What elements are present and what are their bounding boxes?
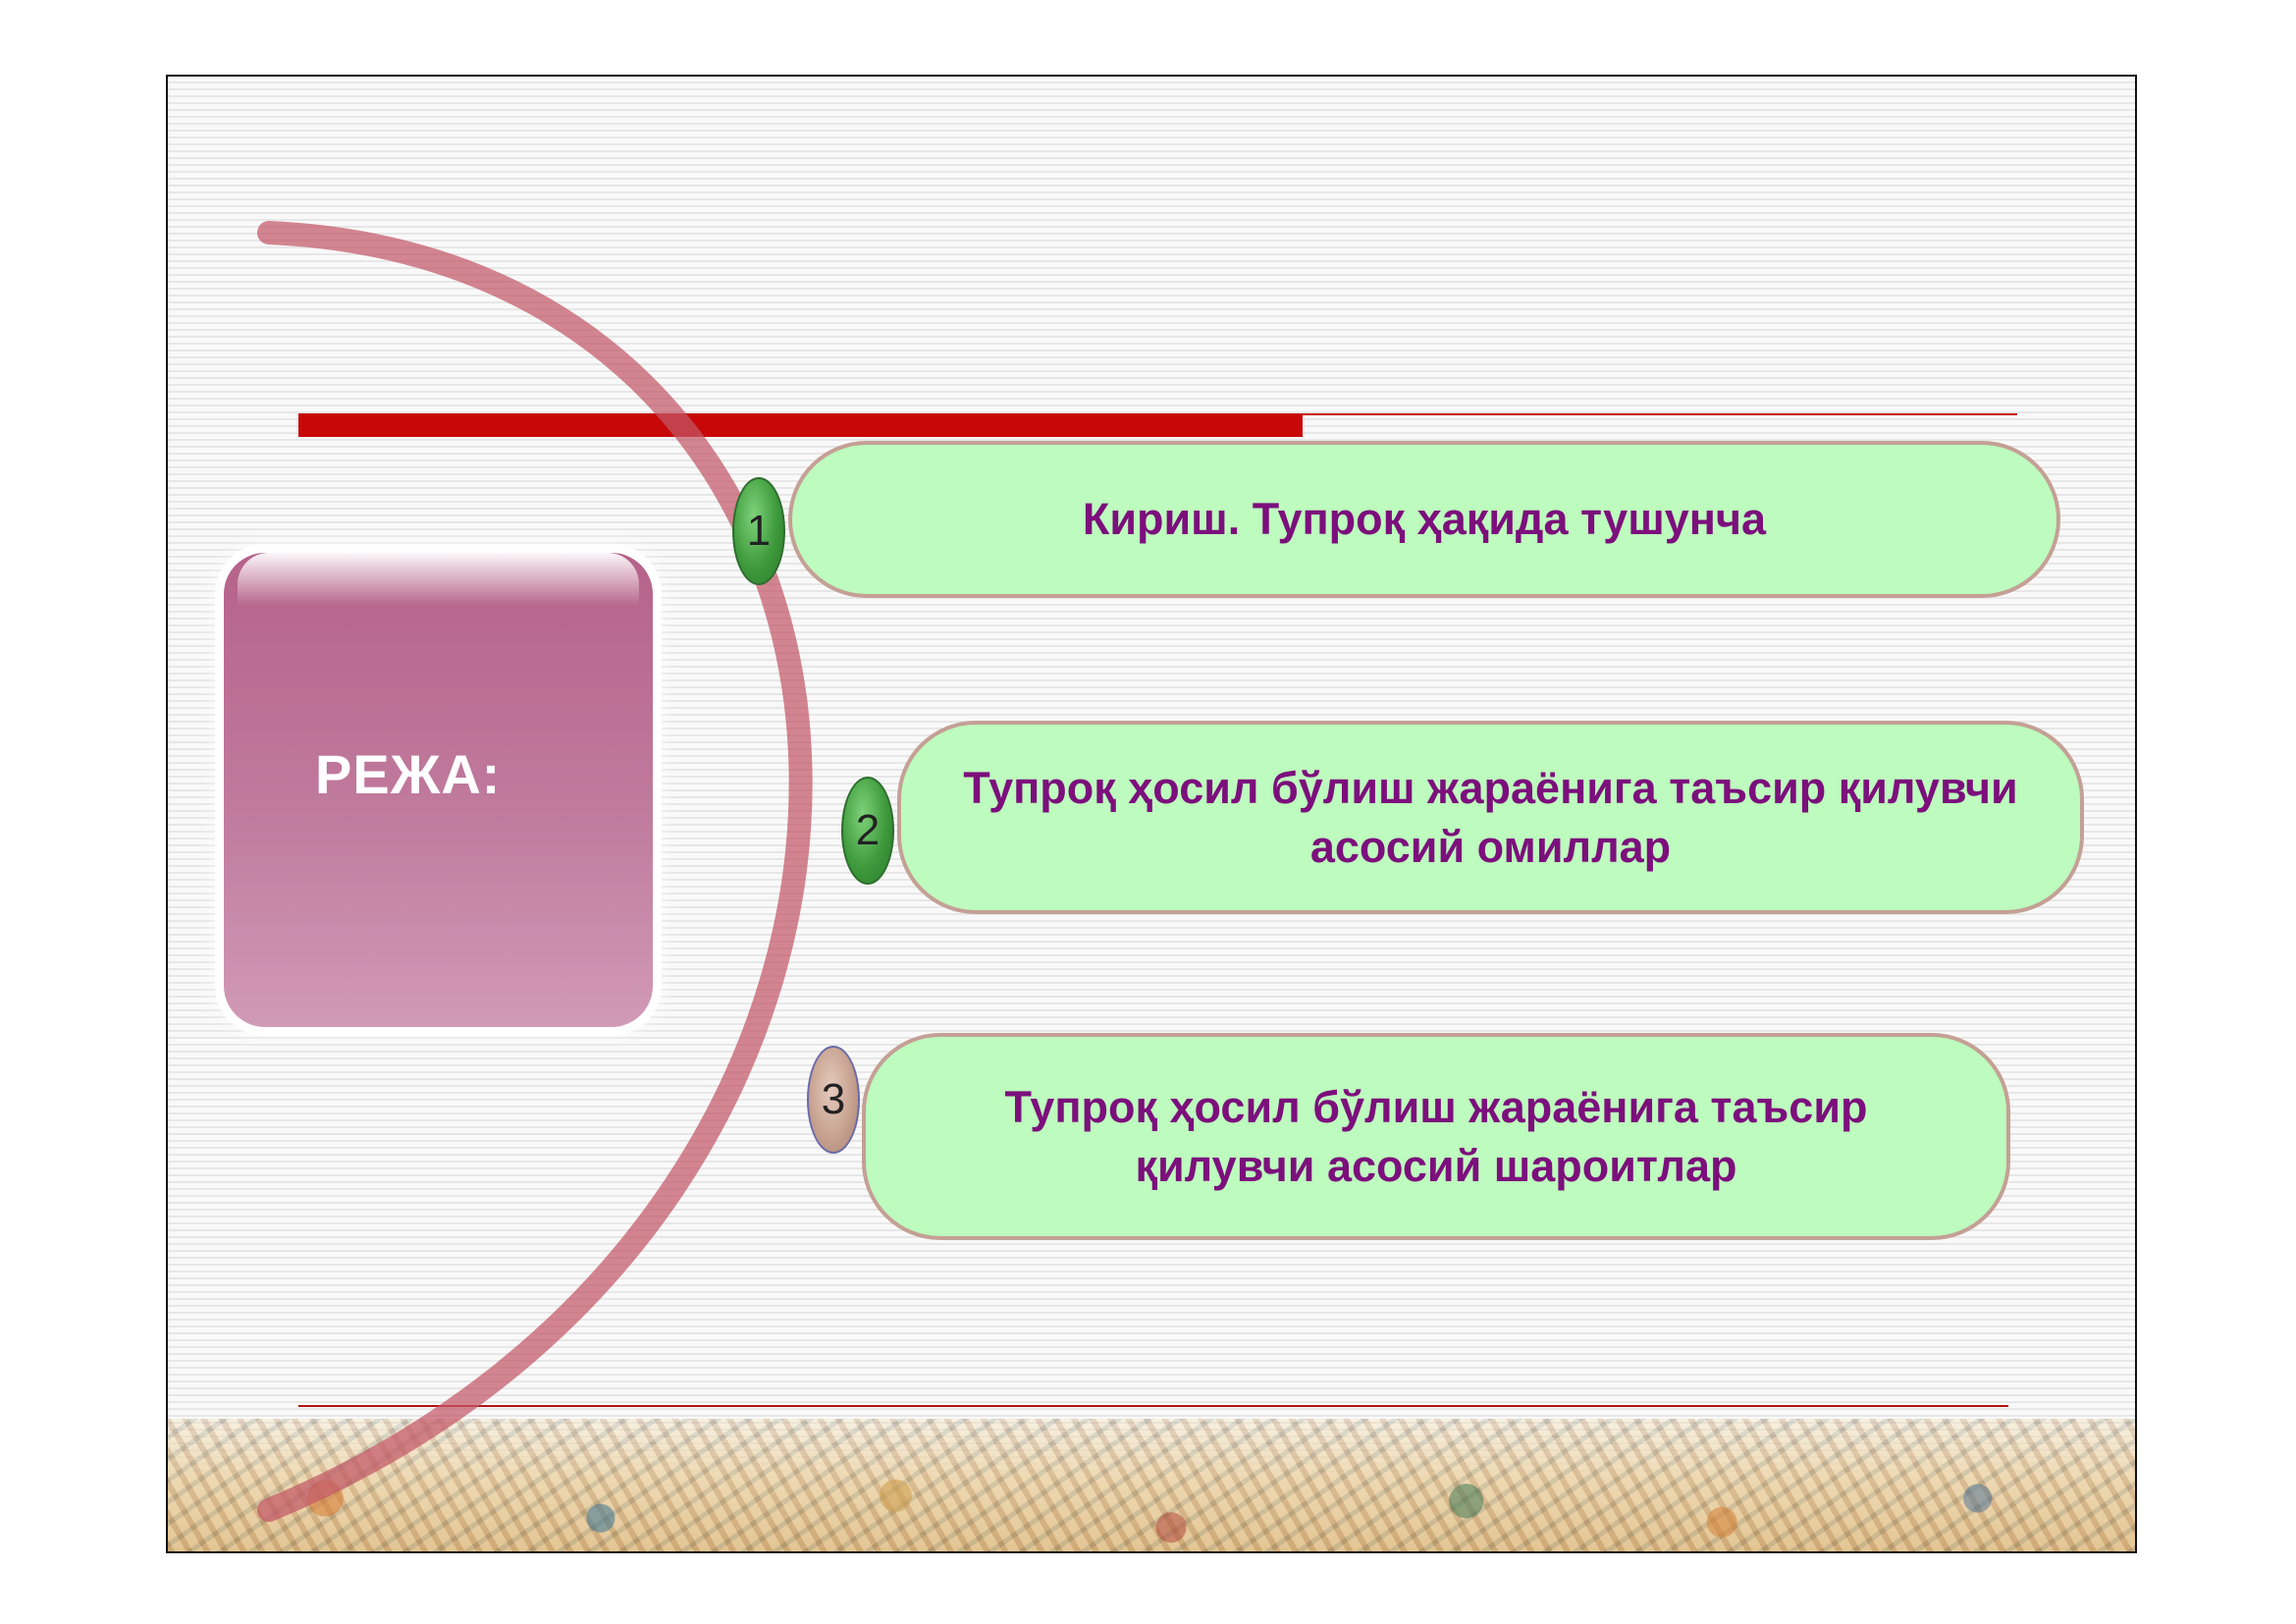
red-accent-bar bbox=[298, 413, 1303, 437]
number-badge-2: 2 bbox=[841, 777, 894, 885]
slide: РЕЖА: Кириш. Тупроқ ҳақида тушунча 1 Туп… bbox=[166, 75, 2137, 1553]
plan-item-text: Кириш. Тупроқ ҳақида тушунча bbox=[1082, 494, 1767, 544]
plan-item-3: Тупроқ ҳосил бўлиш жараёнига таъсир қилу… bbox=[862, 1033, 2010, 1240]
plan-item-1: Кириш. Тупроқ ҳақида тушунча bbox=[788, 441, 2060, 598]
badge-number: 3 bbox=[821, 1075, 846, 1123]
bottom-divider-line bbox=[298, 1405, 2008, 1407]
plan-item-2: Тупроқ ҳосил бўлиш жараёнига таъсир қилу… bbox=[897, 721, 2084, 914]
badge-number: 2 bbox=[855, 806, 881, 854]
badge-number: 1 bbox=[746, 507, 772, 555]
decorative-ornament-band bbox=[168, 1419, 2135, 1551]
plan-item-text: Тупроқ ҳосил бўлиш жараёнига таъсир қилу… bbox=[963, 762, 2018, 872]
title-box: РЕЖА: bbox=[224, 553, 653, 1027]
number-badge-3: 3 bbox=[807, 1046, 860, 1154]
title-box-gloss bbox=[238, 553, 639, 606]
plan-item-text: Тупроқ ҳосил бўлиш жараёнига таъсир қилу… bbox=[1004, 1081, 1868, 1191]
slide-title: РЕЖА: bbox=[315, 743, 502, 805]
number-badge-1: 1 bbox=[732, 477, 785, 585]
red-divider-line bbox=[1303, 413, 2017, 415]
